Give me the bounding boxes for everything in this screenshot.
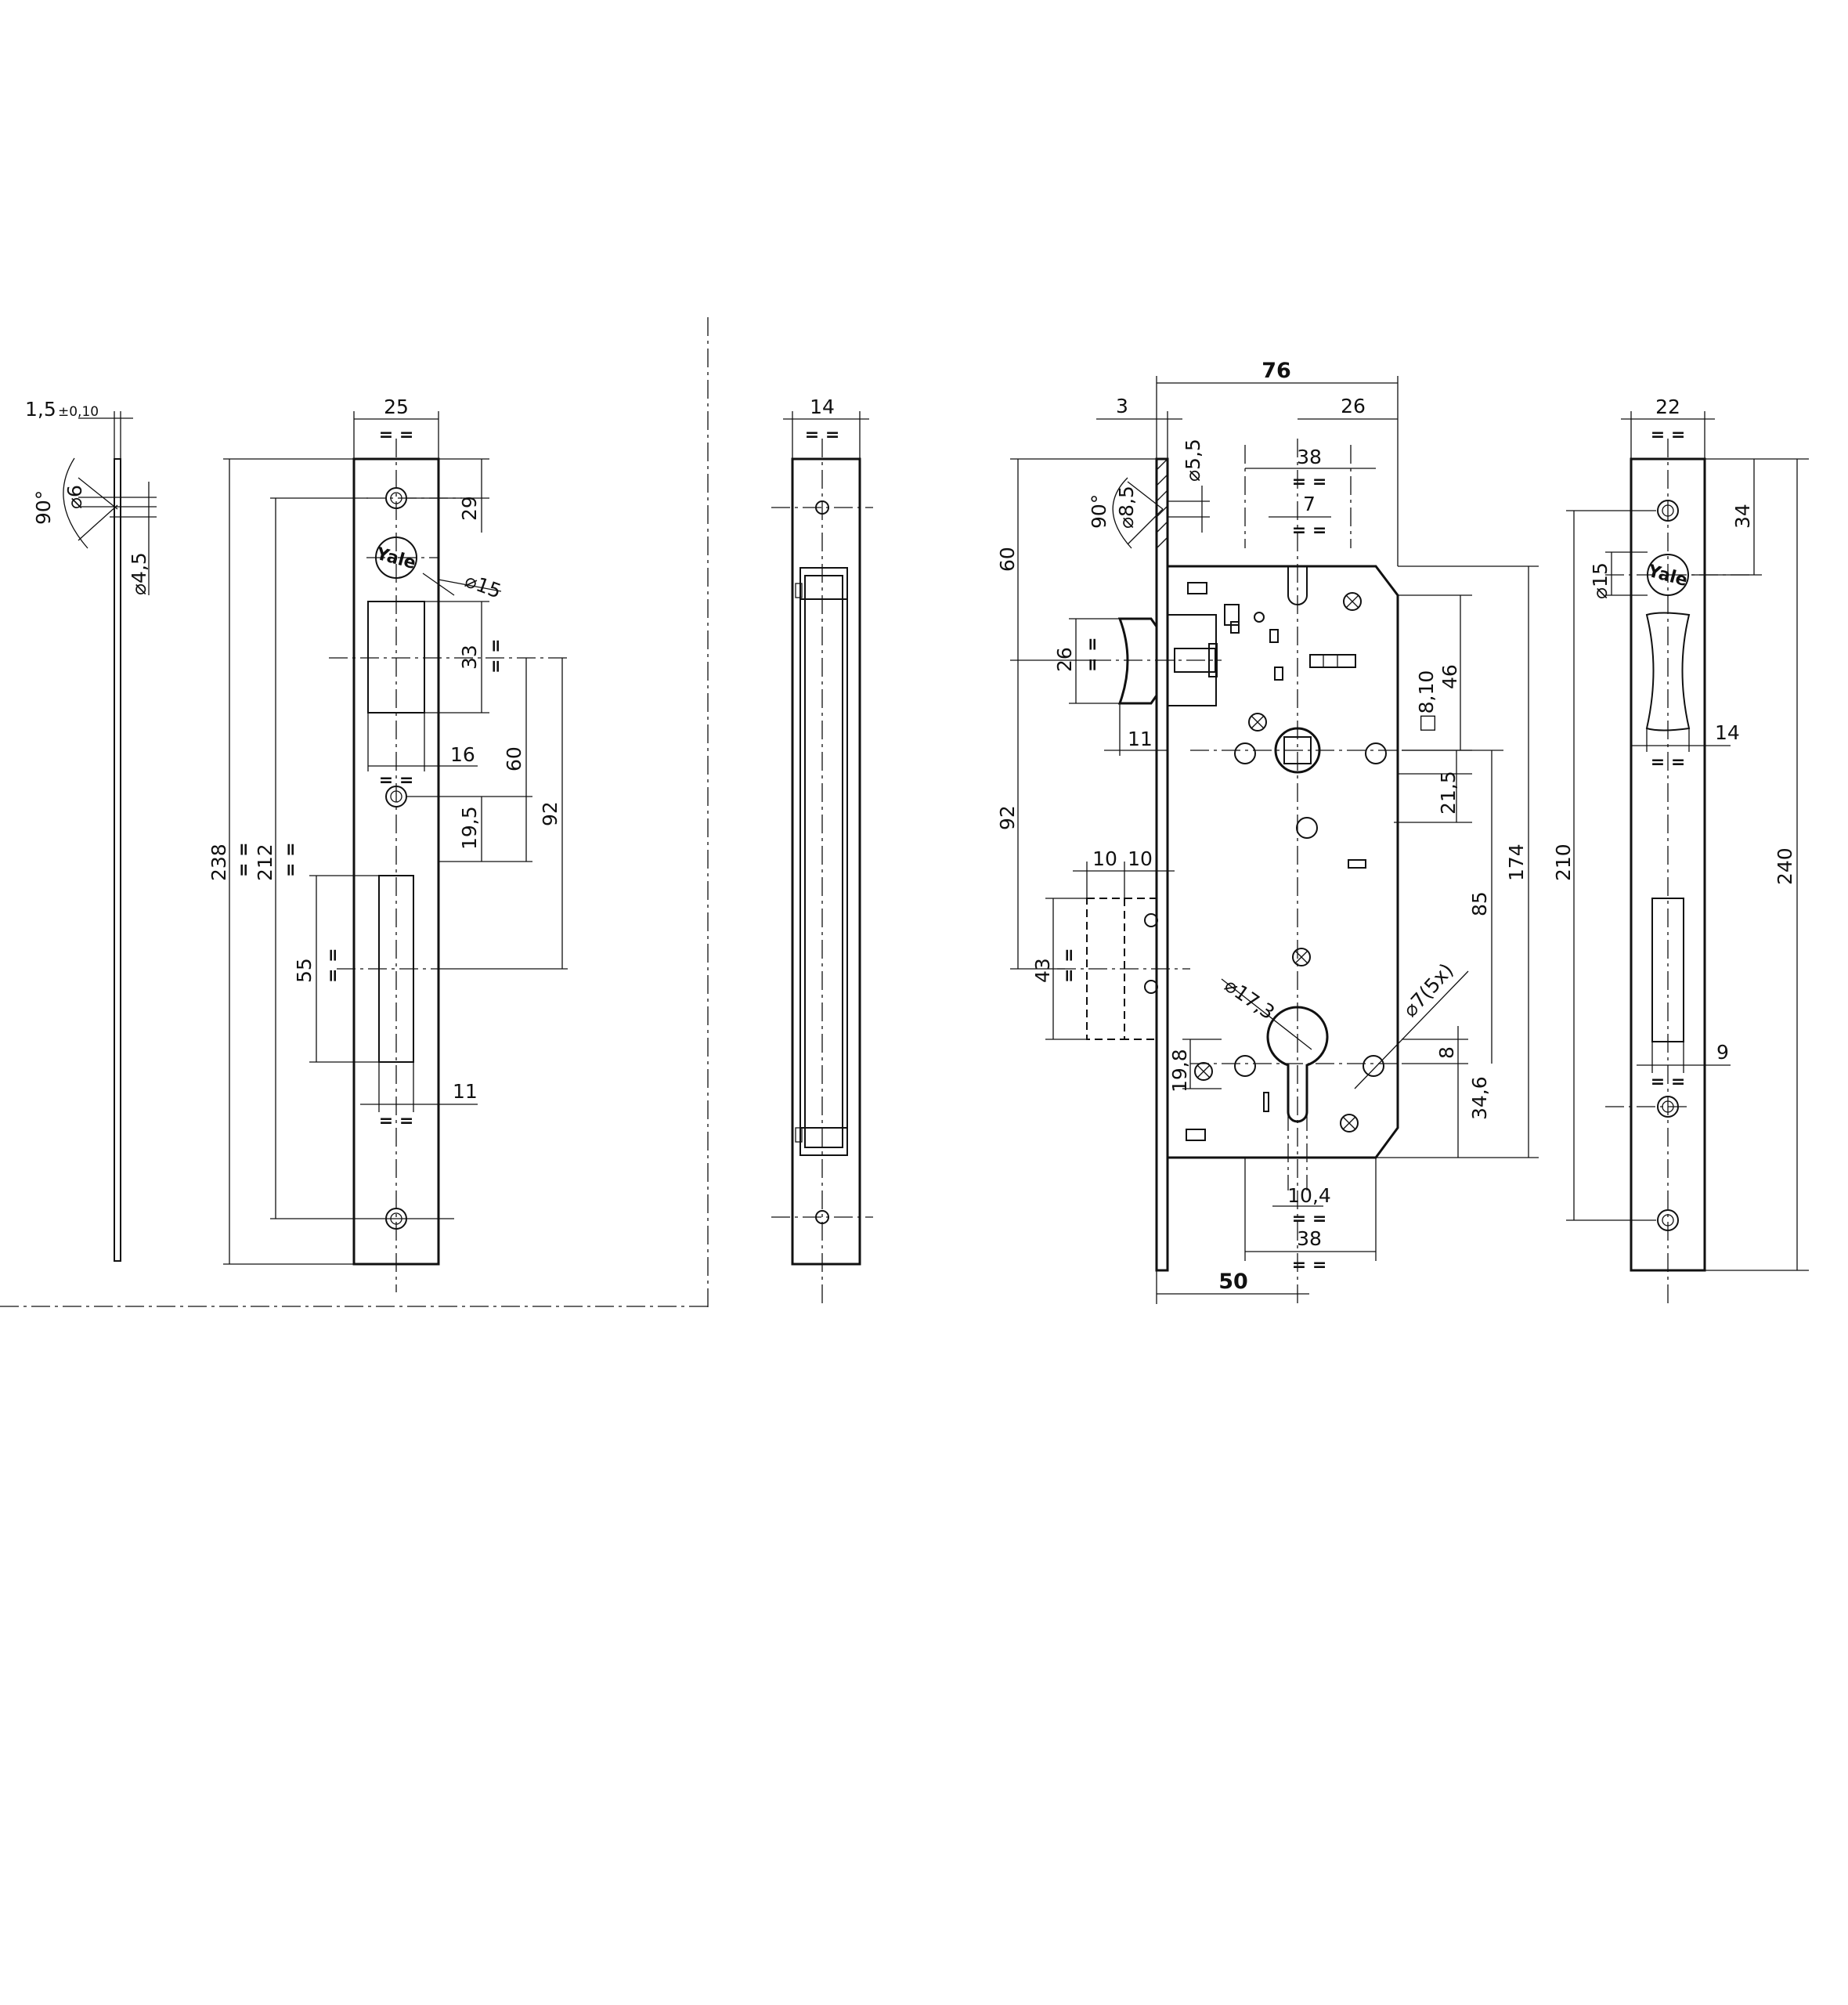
strike-latch-w-eq: = = <box>379 771 414 790</box>
strike-thickness: 1,5 <box>25 398 56 421</box>
strike-countersink-angle: 90° <box>32 490 55 525</box>
lock-bottom-width-eq: = = <box>1292 1255 1327 1275</box>
lock-cylinder-offset: 8 <box>1435 1046 1458 1059</box>
lock-overall-depth: 76 <box>1261 359 1291 383</box>
lock-latch-height: 26 <box>1053 647 1076 672</box>
strike-thickness-tol: ±0,10 <box>58 404 99 420</box>
strike-width-eq: = = <box>379 425 414 445</box>
lock-cylinder-to-bottom: 34,6 <box>1468 1076 1491 1120</box>
strike-logo-dia: ⌀15 <box>462 569 504 602</box>
lock-latch-height-eq: = = <box>1083 637 1103 672</box>
lock-bolt-height: 43 <box>1031 958 1054 983</box>
strike-bolt-slot-w: 11 <box>453 1080 478 1103</box>
strike-plate-view: Yale 25 = = 29 ⌀15 33 = = 16 = = 60 <box>208 396 568 1292</box>
lock-top-to-latch: 60 <box>996 547 1019 572</box>
lock-faceplate-thickness: 3 <box>1116 395 1128 417</box>
lock-follower-square: □8,10 <box>1415 670 1438 732</box>
faceplate-length-total: 240 <box>1774 847 1796 885</box>
lock-bolt-offset-2: 10 <box>1128 847 1153 870</box>
faceplate-top-to-logo: 34 <box>1731 504 1754 529</box>
strike-bolt-w-eq: = = <box>379 1111 414 1131</box>
faceplate-latch-slot-w: 14 <box>1715 721 1740 744</box>
lock-cylinder-slot-eq: = = <box>1292 1209 1327 1229</box>
strike-side-view: 1,5 ±0,10 90° ⌀6 ⌀4,5 <box>25 398 157 1262</box>
strike-latch-to-mid-hole: 60 <box>503 746 525 771</box>
lock-body-width-eq: = = <box>1292 472 1327 492</box>
strike-countersink-dia: ⌀6 <box>63 485 86 509</box>
lock-bolt-height-eq: = = <box>1059 948 1079 983</box>
lock-body-height: 174 <box>1505 844 1528 881</box>
lock-countersink-dia: ⌀8,5 <box>1115 486 1138 529</box>
faceplate-width-eq: = = <box>1651 425 1686 445</box>
lock-screw-hole-dia: ⌀5,5 <box>1182 439 1204 482</box>
faceplate-latch-w-eq: = = <box>1651 753 1686 772</box>
strike-latch-slot-h: 33 <box>458 645 481 670</box>
strike-width: 25 <box>384 396 409 418</box>
lock-follower-to-cylinder: 85 <box>1468 891 1491 916</box>
lock-latch-to-bolt: 92 <box>996 805 1019 830</box>
screw-icon <box>1194 592 1362 1133</box>
lock-top-to-follower: 46 <box>1438 664 1461 689</box>
lock-slot-width-eq: = = <box>1292 521 1327 540</box>
view-separators <box>0 317 709 1308</box>
faceplate-bolt-slot-w: 9 <box>1716 1041 1729 1064</box>
strike-length-eq: = = <box>234 842 254 877</box>
strike-latch-to-bolt: 92 <box>539 801 561 826</box>
lock-body-width: 38 <box>1297 446 1322 468</box>
faceplate-bolt-w-eq: = = <box>1651 1072 1686 1092</box>
faceplate-side-view: 14 = = <box>771 396 873 1304</box>
lock-cylinder-dia: ⌀17,3 <box>1221 974 1280 1024</box>
faceplate-logo-dia: ⌀15 <box>1589 562 1612 599</box>
faceplate-side-eq: = = <box>805 425 840 445</box>
lock-cylinder-slot-w: 10,4 <box>1287 1184 1331 1207</box>
strike-latch-slot-eq: = = <box>486 638 506 674</box>
strike-latch-slot-w: 16 <box>450 743 475 766</box>
faceplate-front-view: Yale 22 = = 34 ⌀15 14 = = 9 = = <box>1552 396 1809 1304</box>
faceplate-hole-distance: 210 <box>1552 844 1575 881</box>
faceplate-width: 22 <box>1655 396 1680 418</box>
strike-hole-distance: 212 <box>254 844 276 881</box>
strike-bolt-slot-h: 55 <box>293 958 316 983</box>
lock-cylinder-profile-h: 19,8 <box>1168 1049 1191 1093</box>
strike-top-to-hole: 29 <box>458 496 481 521</box>
lock-countersink-angle: 90° <box>1088 494 1110 529</box>
strike-bolt-slot-eq: = = <box>323 948 343 983</box>
faceplate-side-width: 14 <box>810 396 835 418</box>
lock-backset-to-back: 26 <box>1341 395 1366 417</box>
lock-backset: 50 <box>1218 1270 1248 1294</box>
lock-follower-to-hole: 21,5 <box>1437 771 1460 815</box>
lock-bottom-width: 38 <box>1297 1227 1322 1250</box>
lock-latch-projection: 11 <box>1128 728 1153 750</box>
strike-hole-dia: ⌀4,5 <box>128 552 150 595</box>
strike-mid-hole-to-bolt: 19,5 <box>458 806 481 850</box>
lock-bolt-offset-1: 10 <box>1092 847 1117 870</box>
strike-length-total: 238 <box>208 844 230 881</box>
lock-body-view: 76 3 26 38 = = 7 = = ⌀5,5 90° ⌀8,5 60 92 <box>996 359 1539 1304</box>
lock-slot-width: 7 <box>1303 493 1316 515</box>
strike-hole-distance-eq: = = <box>281 842 301 877</box>
